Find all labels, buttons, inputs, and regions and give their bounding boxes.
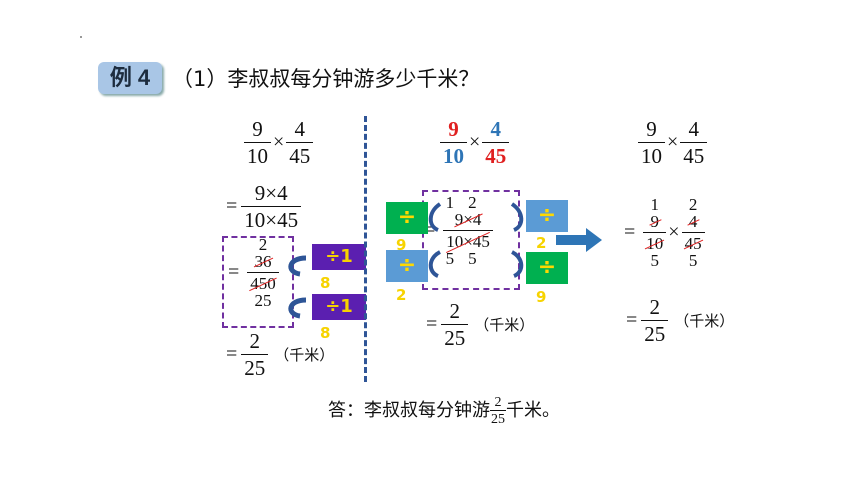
- left-arrows: [288, 255, 307, 319]
- middle-divide-blue-bottom: ÷: [386, 250, 428, 282]
- middle-divide-green-top: ÷: [386, 202, 428, 234]
- right-arrow-icon: [556, 228, 602, 252]
- left-divide-op1-sub: 8: [320, 274, 331, 292]
- middle-divide-blue-top: ÷: [526, 200, 568, 232]
- middle-step: = 12 9×4 10×45 55: [424, 194, 493, 267]
- middle-num-9-top: 9: [396, 236, 407, 254]
- middle-num-2-bottom: 2: [396, 286, 407, 304]
- middle-arrows: [428, 202, 524, 278]
- divider-line: [364, 116, 367, 382]
- middle-divide-green-bottom: ÷: [526, 252, 568, 284]
- decor-dot: [80, 36, 82, 38]
- left-divide-op2-sub: 8: [320, 324, 331, 342]
- example-badge: 例 4: [98, 62, 162, 94]
- middle-num-9-bottom: 9: [536, 288, 547, 306]
- middle-reduce-box: [422, 190, 520, 290]
- middle-num-2-top: 2: [536, 234, 547, 252]
- left-step2: = 2 36 450 25: [228, 236, 279, 309]
- left-divide-op1: ÷1: [312, 244, 366, 270]
- right-step: = 1 9 10 5 × 2 4 45 5: [624, 196, 705, 269]
- left-reduce-box: [222, 236, 294, 328]
- left-divide-op2: ÷1: [312, 294, 366, 320]
- question-text: （1）李叔叔每分钟游多少千米？: [172, 67, 480, 91]
